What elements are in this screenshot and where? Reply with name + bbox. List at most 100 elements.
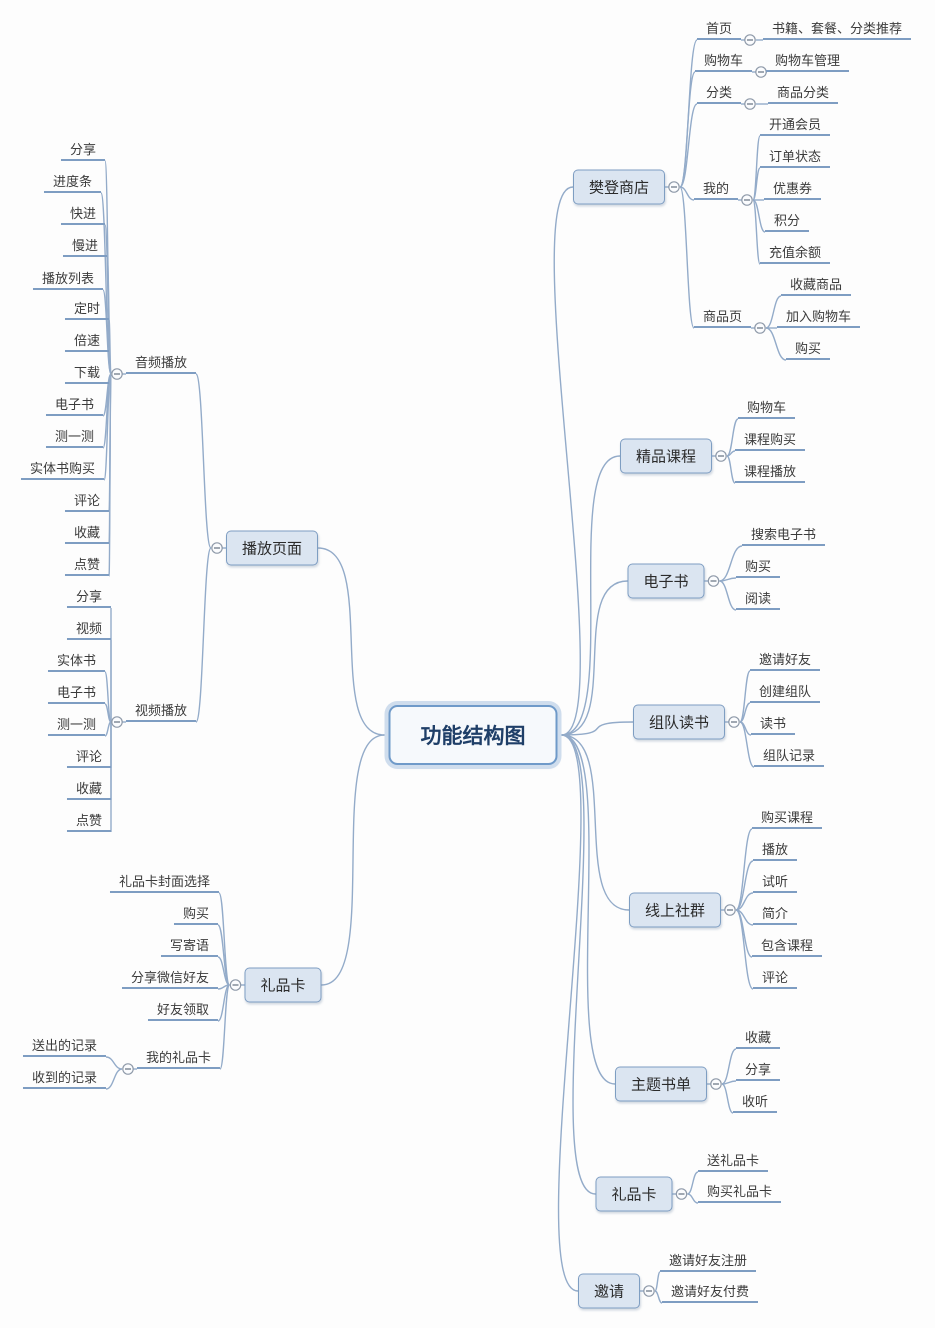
topic-open-member[interactable]: 开通会员 bbox=[760, 115, 831, 136]
topic-home[interactable]: 首页 bbox=[697, 19, 742, 40]
topic-download[interactable]: 下载 bbox=[64, 363, 109, 384]
branch-play-page[interactable]: 播放页面 bbox=[225, 530, 319, 566]
topic-category[interactable]: 分类 bbox=[697, 83, 742, 104]
topic-cart-manage[interactable]: 购物车管理 bbox=[766, 51, 850, 72]
topic-send-gift-card[interactable]: 送礼品卡 bbox=[698, 1151, 769, 1172]
collapse-icon-premium-course[interactable] bbox=[715, 450, 727, 462]
topic-video-ebook[interactable]: 电子书 bbox=[47, 683, 105, 704]
topic-my-gift-card[interactable]: 我的礼品卡 bbox=[136, 1048, 220, 1069]
topic-video-collect[interactable]: 收藏 bbox=[66, 779, 111, 800]
topic-audio-play[interactable]: 音频播放 bbox=[125, 353, 196, 374]
collapse-icon-fandeng-store[interactable] bbox=[668, 181, 680, 193]
topic-video-play[interactable]: 视频播放 bbox=[125, 701, 196, 722]
topic-course-cart[interactable]: 购物车 bbox=[738, 398, 796, 419]
topic-ebook-buy[interactable]: 购买 bbox=[736, 557, 781, 578]
topic-playlist[interactable]: 播放列表 bbox=[32, 269, 103, 290]
topic-booklist-collect[interactable]: 收藏 bbox=[736, 1028, 781, 1049]
topic-progress-bar[interactable]: 进度条 bbox=[43, 172, 101, 193]
topic-physical-book[interactable]: 实体书 bbox=[47, 651, 105, 672]
topic-physical-book-buy[interactable]: 实体书购买 bbox=[20, 459, 104, 480]
topic-create-team[interactable]: 创建组队 bbox=[750, 682, 821, 703]
collapse-icon-my-gift-card[interactable] bbox=[122, 1063, 134, 1075]
topic-audio-quiz[interactable]: 测一测 bbox=[45, 427, 103, 448]
topic-audio-collect[interactable]: 收藏 bbox=[64, 523, 109, 544]
topic-invite-friends[interactable]: 邀请好友 bbox=[750, 650, 821, 671]
topic-audition[interactable]: 试听 bbox=[753, 872, 798, 893]
collapse-icon-play-page[interactable] bbox=[211, 542, 223, 554]
collapse-icon-mine[interactable] bbox=[741, 194, 753, 206]
topic-audio-comment[interactable]: 评论 bbox=[64, 491, 109, 512]
branch-fandeng-store[interactable]: 樊登商店 bbox=[572, 169, 666, 205]
topic-gift-buy[interactable]: 购买 bbox=[173, 904, 218, 925]
topic-order-status[interactable]: 订单状态 bbox=[760, 147, 831, 168]
topic-goods-buy[interactable]: 购买 bbox=[786, 339, 831, 360]
topic-reading[interactable]: 读书 bbox=[751, 714, 796, 735]
collapse-icon-gift-card-right[interactable] bbox=[675, 1188, 688, 1200]
topic-audio-ebook[interactable]: 电子书 bbox=[45, 395, 103, 416]
collapse-icon-audio-play[interactable] bbox=[111, 368, 123, 380]
topic-points[interactable]: 积分 bbox=[765, 211, 810, 232]
topic-invite-pay[interactable]: 邀请好友付费 bbox=[662, 1282, 759, 1303]
branch-online-community[interactable]: 线上社群 bbox=[628, 892, 722, 928]
topic-buy-gift-card[interactable]: 购买礼品卡 bbox=[698, 1182, 782, 1203]
branch-gift-card-right[interactable]: 礼品卡 bbox=[595, 1176, 673, 1212]
topic-community-comment[interactable]: 评论 bbox=[753, 968, 798, 989]
topic-team-record[interactable]: 组队记录 bbox=[754, 746, 825, 767]
topic-invite-register[interactable]: 邀请好友注册 bbox=[660, 1251, 757, 1272]
topic-ebook-read[interactable]: 阅读 bbox=[736, 589, 781, 610]
topic-video-like[interactable]: 点赞 bbox=[66, 811, 111, 832]
collapse-icon-team-reading[interactable] bbox=[728, 716, 740, 728]
topic-ebook-search[interactable]: 搜索电子书 bbox=[742, 525, 826, 546]
topic-slow-forward[interactable]: 慢进 bbox=[62, 236, 107, 257]
topic-speed[interactable]: 倍速 bbox=[64, 331, 109, 352]
topic-intro[interactable]: 简介 bbox=[753, 904, 798, 925]
topic-add-to-cart[interactable]: 加入购物车 bbox=[777, 307, 861, 328]
topic-recharge-balance[interactable]: 充值余额 bbox=[760, 243, 831, 264]
collapse-icon-cart[interactable] bbox=[755, 66, 767, 78]
branch-theme-booklist[interactable]: 主题书单 bbox=[614, 1066, 708, 1102]
topic-goods-page[interactable]: 商品页 bbox=[694, 307, 752, 328]
topic-fast-forward[interactable]: 快进 bbox=[60, 204, 105, 225]
branch-team-reading[interactable]: 组队读书 bbox=[632, 704, 726, 740]
topic-share-wechat[interactable]: 分享微信好友 bbox=[121, 968, 218, 989]
branch-gift-card-left[interactable]: 礼品卡 bbox=[244, 967, 322, 1003]
central-topic[interactable]: 功能结构图 bbox=[388, 705, 558, 765]
collapse-icon-theme-booklist[interactable] bbox=[710, 1078, 722, 1090]
collapse-icon-ebook[interactable] bbox=[707, 575, 720, 587]
topic-included-courses[interactable]: 包含课程 bbox=[752, 936, 823, 957]
collapse-icon-category[interactable] bbox=[744, 98, 756, 110]
topic-write-message[interactable]: 写寄语 bbox=[160, 936, 218, 957]
topic-home-rec[interactable]: 书籍、套餐、分类推荐 bbox=[763, 19, 912, 40]
collapse-icon-video-play[interactable] bbox=[111, 716, 123, 728]
branch-ebook[interactable]: 电子书 bbox=[627, 563, 705, 599]
topic-audio-like[interactable]: 点赞 bbox=[64, 555, 109, 576]
topic-course-buy[interactable]: 课程购买 bbox=[735, 430, 806, 451]
collapse-icon-goods-page[interactable] bbox=[754, 322, 766, 334]
topic-fav-goods[interactable]: 收藏商品 bbox=[781, 275, 852, 296]
topic-community-play[interactable]: 播放 bbox=[753, 840, 798, 861]
topic-audio-share[interactable]: 分享 bbox=[60, 140, 105, 161]
topic-booklist-listen[interactable]: 收听 bbox=[733, 1092, 778, 1113]
topic-video-share[interactable]: 分享 bbox=[66, 587, 111, 608]
topic-video-comment[interactable]: 评论 bbox=[66, 747, 111, 768]
topic-coupon[interactable]: 优惠券 bbox=[764, 179, 822, 200]
branch-premium-course[interactable]: 精品课程 bbox=[619, 438, 713, 474]
topic-received-record[interactable]: 收到的记录 bbox=[22, 1068, 106, 1089]
collapse-icon-invite[interactable] bbox=[643, 1285, 655, 1297]
collapse-icon-online-community[interactable] bbox=[724, 904, 736, 916]
topic-friend-receive[interactable]: 好友领取 bbox=[147, 1000, 218, 1021]
topic-video-quiz[interactable]: 测一测 bbox=[47, 715, 105, 736]
topic-video[interactable]: 视频 bbox=[66, 619, 111, 640]
topic-cart[interactable]: 购物车 bbox=[695, 51, 753, 72]
topic-course-play[interactable]: 课程播放 bbox=[735, 462, 806, 483]
topic-buy-course[interactable]: 购买课程 bbox=[752, 808, 823, 829]
topic-mine[interactable]: 我的 bbox=[694, 179, 739, 200]
branch-invite[interactable]: 邀请 bbox=[577, 1273, 641, 1309]
collapse-icon-home[interactable] bbox=[744, 34, 756, 46]
topic-cover-select[interactable]: 礼品卡封面选择 bbox=[109, 872, 219, 893]
topic-sent-record[interactable]: 送出的记录 bbox=[22, 1036, 106, 1057]
collapse-icon-gift-card-left[interactable] bbox=[229, 979, 242, 991]
topic-timer[interactable]: 定时 bbox=[64, 299, 109, 320]
topic-goods-category[interactable]: 商品分类 bbox=[768, 83, 839, 104]
topic-booklist-share[interactable]: 分享 bbox=[736, 1060, 781, 1081]
